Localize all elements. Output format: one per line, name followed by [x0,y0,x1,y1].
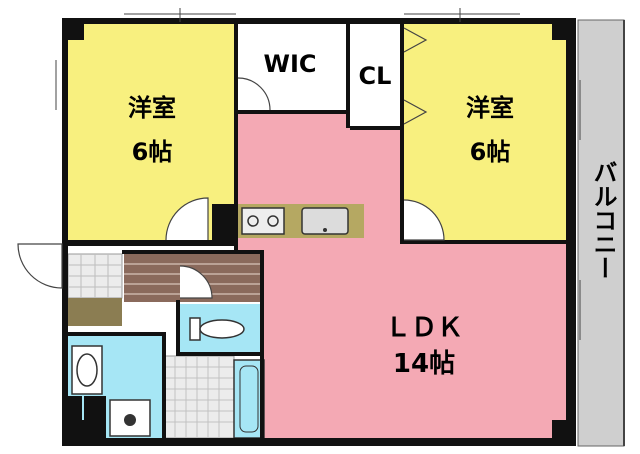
wic-room [238,24,346,110]
western-room-right-size: 6帖 [470,138,511,166]
closet-label: CL [359,62,392,90]
western-room-left-size: 6帖 [132,138,173,166]
balcony [577,19,625,447]
western-right-door [403,199,445,241]
ldk-label: ＬＤＫ [385,313,463,343]
toilet-icon [189,317,245,341]
washbasin-icon [71,345,103,395]
windows [55,8,581,340]
stove-icon [241,207,285,235]
ldk-room [238,112,566,438]
western-room-right [404,24,570,240]
bathroom [163,355,265,439]
western-left-door [165,197,209,241]
ldk-size: 14帖 [393,349,455,379]
entrance-tile [67,253,123,326]
sink-icon [301,207,349,235]
doors [17,27,445,299]
toilet-door [179,265,213,299]
washing-machine-icon [109,399,151,437]
wic-label: WIC [263,50,316,78]
kitchen [238,204,364,238]
closet-room [350,24,400,126]
walls [62,18,576,446]
closet-door [403,27,428,125]
entrance-door [17,243,63,289]
western-room-right-name: 洋室 [466,94,514,122]
western-room-left-name: 洋室 [128,94,176,122]
balcony-label: バルコニー [589,160,617,280]
western-room-left [68,24,236,240]
balcony-area [577,19,625,447]
wic-door [237,77,271,111]
